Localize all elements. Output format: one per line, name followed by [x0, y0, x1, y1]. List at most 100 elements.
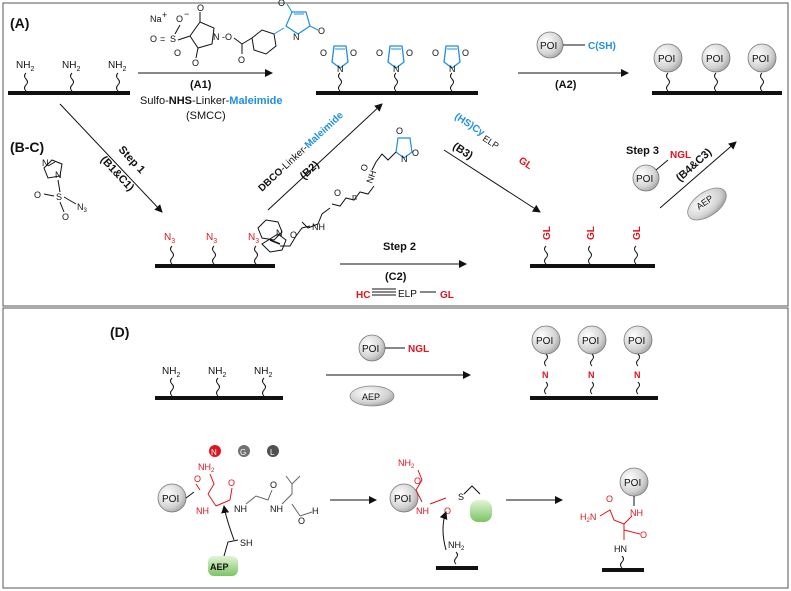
dbco-linker-structure: O O N O NH O n NH O N	[257, 126, 419, 253]
svg-text:N3: N3	[164, 232, 175, 245]
label-a: (A)	[10, 15, 29, 31]
svg-text:G: G	[240, 448, 246, 457]
svg-text:NH2: NH2	[254, 366, 272, 379]
svg-text:S: S	[458, 492, 464, 502]
svg-text:NH: NH	[196, 506, 209, 516]
svg-text:N: N	[449, 64, 456, 74]
substrate-structure: POI O NH2 NH O NH O NH O H	[157, 462, 319, 541]
thioester-intermediate: POI NH2 O NH O S NH2	[389, 458, 492, 570]
svg-text:POI: POI	[636, 174, 653, 185]
svg-text:POI: POI	[540, 41, 557, 52]
aep-enzyme-top: AEP	[687, 187, 727, 221]
aep-cysteine-1: AEP SH	[208, 538, 253, 576]
label-b3-gl: GL	[516, 155, 534, 172]
surface-gl: GL GL GL	[530, 226, 655, 268]
svg-text:NH: NH	[312, 222, 325, 232]
svg-text:NH2: NH2	[62, 60, 80, 73]
svg-text:O: O	[318, 26, 325, 36]
svg-text:C(SH): C(SH)	[588, 41, 616, 52]
alkyne-elp-gl: HC ELP GL	[356, 288, 454, 301]
svg-text:POI: POI	[582, 336, 599, 347]
svg-text:NH2: NH2	[398, 458, 415, 470]
svg-text:O: O	[238, 55, 245, 65]
svg-text:O: O	[412, 148, 419, 158]
svg-text:O: O	[462, 48, 469, 58]
svg-text:N: N	[293, 32, 300, 42]
svg-text:N3: N3	[248, 232, 259, 245]
svg-text:POI: POI	[362, 344, 379, 355]
svg-text:GL: GL	[440, 290, 454, 301]
svg-text:O: O	[290, 230, 297, 240]
svg-text:POI: POI	[536, 336, 553, 347]
svg-text:N: N	[401, 154, 408, 164]
ligated-product: POI NH H2N O O HN	[580, 467, 649, 572]
svg-text:H2N: H2N	[580, 512, 596, 524]
svg-text:n: n	[352, 192, 357, 202]
svg-text:L: L	[270, 448, 275, 457]
svg-text:NH2: NH2	[162, 366, 180, 379]
panel-top-frame	[2, 2, 789, 307]
label-a1: (A1)	[190, 79, 212, 91]
svg-text:NH2: NH2	[198, 462, 215, 474]
svg-text:O: O	[350, 48, 357, 58]
svg-text:+: +	[162, 10, 167, 20]
label-c2: (C2)	[385, 271, 407, 283]
svg-text:O: O	[376, 48, 383, 58]
svg-text:O: O	[176, 14, 183, 24]
svg-text:O: O	[640, 530, 647, 540]
label-b3-hs: (HS)Cy	[452, 111, 486, 139]
svg-text:N: N	[634, 370, 641, 380]
svg-text:N: N	[211, 448, 217, 457]
svg-text:NH: NH	[270, 504, 283, 514]
svg-text:=: =	[160, 34, 165, 44]
svg-text:O: O	[606, 494, 613, 504]
svg-text:NH: NH	[416, 506, 429, 516]
svg-text:N: N	[213, 32, 220, 42]
svg-text:O: O	[192, 58, 199, 68]
svg-text:N: N	[588, 370, 595, 380]
svg-text:HN: HN	[614, 544, 627, 554]
svg-text:N: N	[276, 228, 283, 238]
svg-text:O: O	[406, 48, 413, 58]
svg-text:O: O	[34, 190, 41, 200]
smcc-abbrev: (SMCC)	[186, 110, 226, 122]
panel-bottom-frame	[2, 307, 789, 589]
svg-text:O: O	[396, 126, 403, 136]
svg-text:NH2: NH2	[208, 366, 226, 379]
svg-text:NH2: NH2	[16, 60, 34, 73]
svg-text:O: O	[174, 48, 181, 58]
svg-text:N3: N3	[206, 232, 217, 245]
svg-text:O: O	[278, 0, 285, 8]
arrow-b1c1	[59, 103, 163, 213]
svg-text:ELP: ELP	[398, 289, 417, 300]
svg-text:POI: POI	[706, 54, 723, 65]
poi-thiol-reagent: POI C(SH)	[536, 31, 616, 59]
smcc-name: Sulfo-NHS-Linker-Maleimide	[140, 95, 282, 107]
label-a2: (A2)	[555, 79, 577, 91]
surface-poi-a: POI POI POI	[652, 43, 782, 95]
label-step2: Step 2	[383, 241, 416, 253]
svg-text:−: −	[184, 9, 189, 19]
svg-text:NH: NH	[630, 508, 643, 518]
label-d: (D)	[110, 324, 129, 340]
svg-text:NH2: NH2	[448, 540, 465, 552]
svg-text:O: O	[270, 480, 277, 490]
svg-text:GL: GL	[542, 226, 553, 240]
svg-text:GL: GL	[586, 226, 597, 240]
svg-text:O: O	[444, 506, 451, 516]
svg-text:O: O	[334, 188, 341, 198]
svg-text:POI: POI	[394, 494, 411, 505]
svg-text:N: N	[393, 64, 400, 74]
svg-text:S: S	[56, 192, 62, 202]
svg-text:O: O	[62, 212, 69, 222]
imidazole-sulfonyl-azide: N N S O O N3	[34, 158, 88, 222]
aep-enzyme-d: AEP	[349, 385, 395, 407]
svg-text:POI: POI	[162, 494, 179, 505]
svg-text:POI: POI	[624, 478, 641, 489]
svg-text:NGL: NGL	[408, 344, 429, 355]
svg-text:N: N	[337, 64, 344, 74]
svg-text:Na: Na	[150, 14, 162, 24]
svg-text:S: S	[170, 34, 176, 44]
svg-text:SH: SH	[240, 538, 253, 548]
